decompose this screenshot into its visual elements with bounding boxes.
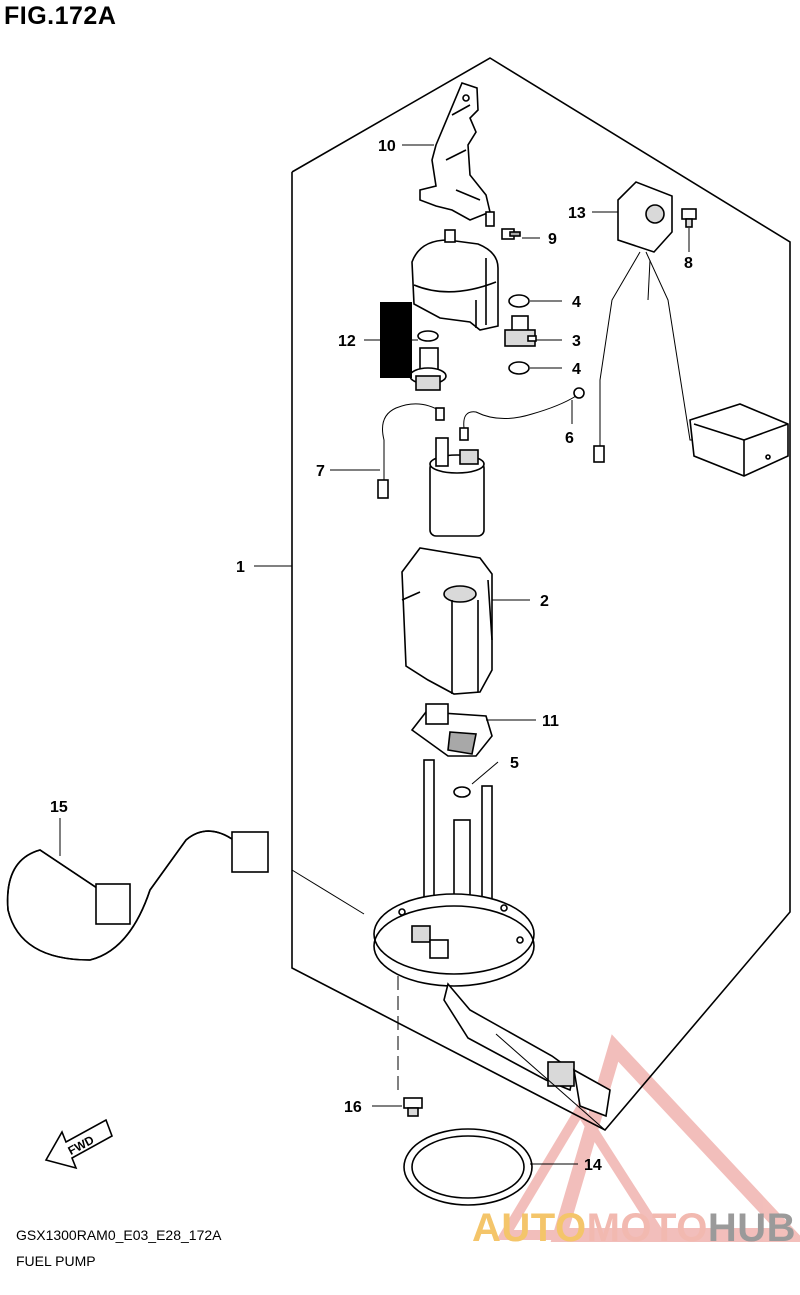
callout-14: 14: [584, 1157, 602, 1174]
callout-15: 15: [50, 799, 68, 816]
callout-6: 6: [565, 430, 574, 447]
callout-13: 13: [568, 205, 586, 222]
part-4-o-ring-upper: [508, 294, 530, 308]
figure-name: FUEL PUMP: [16, 1253, 96, 1269]
fuel-pump-motor: [429, 437, 485, 537]
watermark-moto: MOTO: [586, 1206, 708, 1250]
callout-4-lower: 4: [572, 361, 581, 378]
callout-5: 5: [510, 755, 519, 772]
callout-4-upper: 4: [572, 294, 581, 311]
callout-7: 7: [316, 463, 325, 480]
guide-lines: [291, 869, 606, 1131]
part-4-o-ring-lower: [508, 361, 530, 375]
assembly-box-outline: [291, 57, 791, 1132]
part-12-regulator: [409, 330, 447, 391]
part-6-wire: [459, 387, 585, 441]
callout-10: 10: [378, 138, 396, 155]
part-13-level-sender: [593, 181, 789, 477]
part-16-screw: [397, 976, 423, 1117]
figure-title: FIG.172A: [4, 2, 117, 30]
leader-lines: [59, 144, 690, 1165]
part-3-valve: [504, 315, 537, 347]
watermark-auto: AUTO: [472, 1206, 587, 1250]
part-7-wire: [377, 403, 445, 499]
callout-9: 9: [548, 231, 557, 248]
part-10-bracket: [419, 82, 495, 227]
part-2-pump-holder: [401, 547, 493, 695]
part-11-filter: [410, 703, 493, 757]
part-15-hose: [6, 830, 269, 961]
callout-8: 8: [684, 255, 693, 272]
part-9-bolt: [501, 228, 521, 240]
part-8-screw: [681, 208, 697, 228]
part-12-regulator-housing: [411, 229, 499, 331]
callout-12: 12: [338, 333, 356, 350]
watermark-triangle: [496, 1034, 800, 1242]
callout-2: 2: [540, 593, 549, 610]
watermark-hub: HUB: [707, 1206, 797, 1250]
model-code: GSX1300RAM0_E03_E28_172A: [16, 1227, 222, 1243]
mounting-plate-assembly: [373, 759, 611, 1118]
callout-1: 1: [236, 559, 245, 576]
callout-3: 3: [572, 333, 581, 350]
part-5-o-ring: [453, 786, 471, 798]
fwd-arrow: [44, 1118, 113, 1170]
callout-16: 16: [344, 1099, 362, 1116]
part-14-gasket: [403, 1128, 533, 1206]
watermark-logo: AUTOMOTOHUB: [472, 1206, 796, 1251]
callout-11: 11: [542, 713, 559, 730]
